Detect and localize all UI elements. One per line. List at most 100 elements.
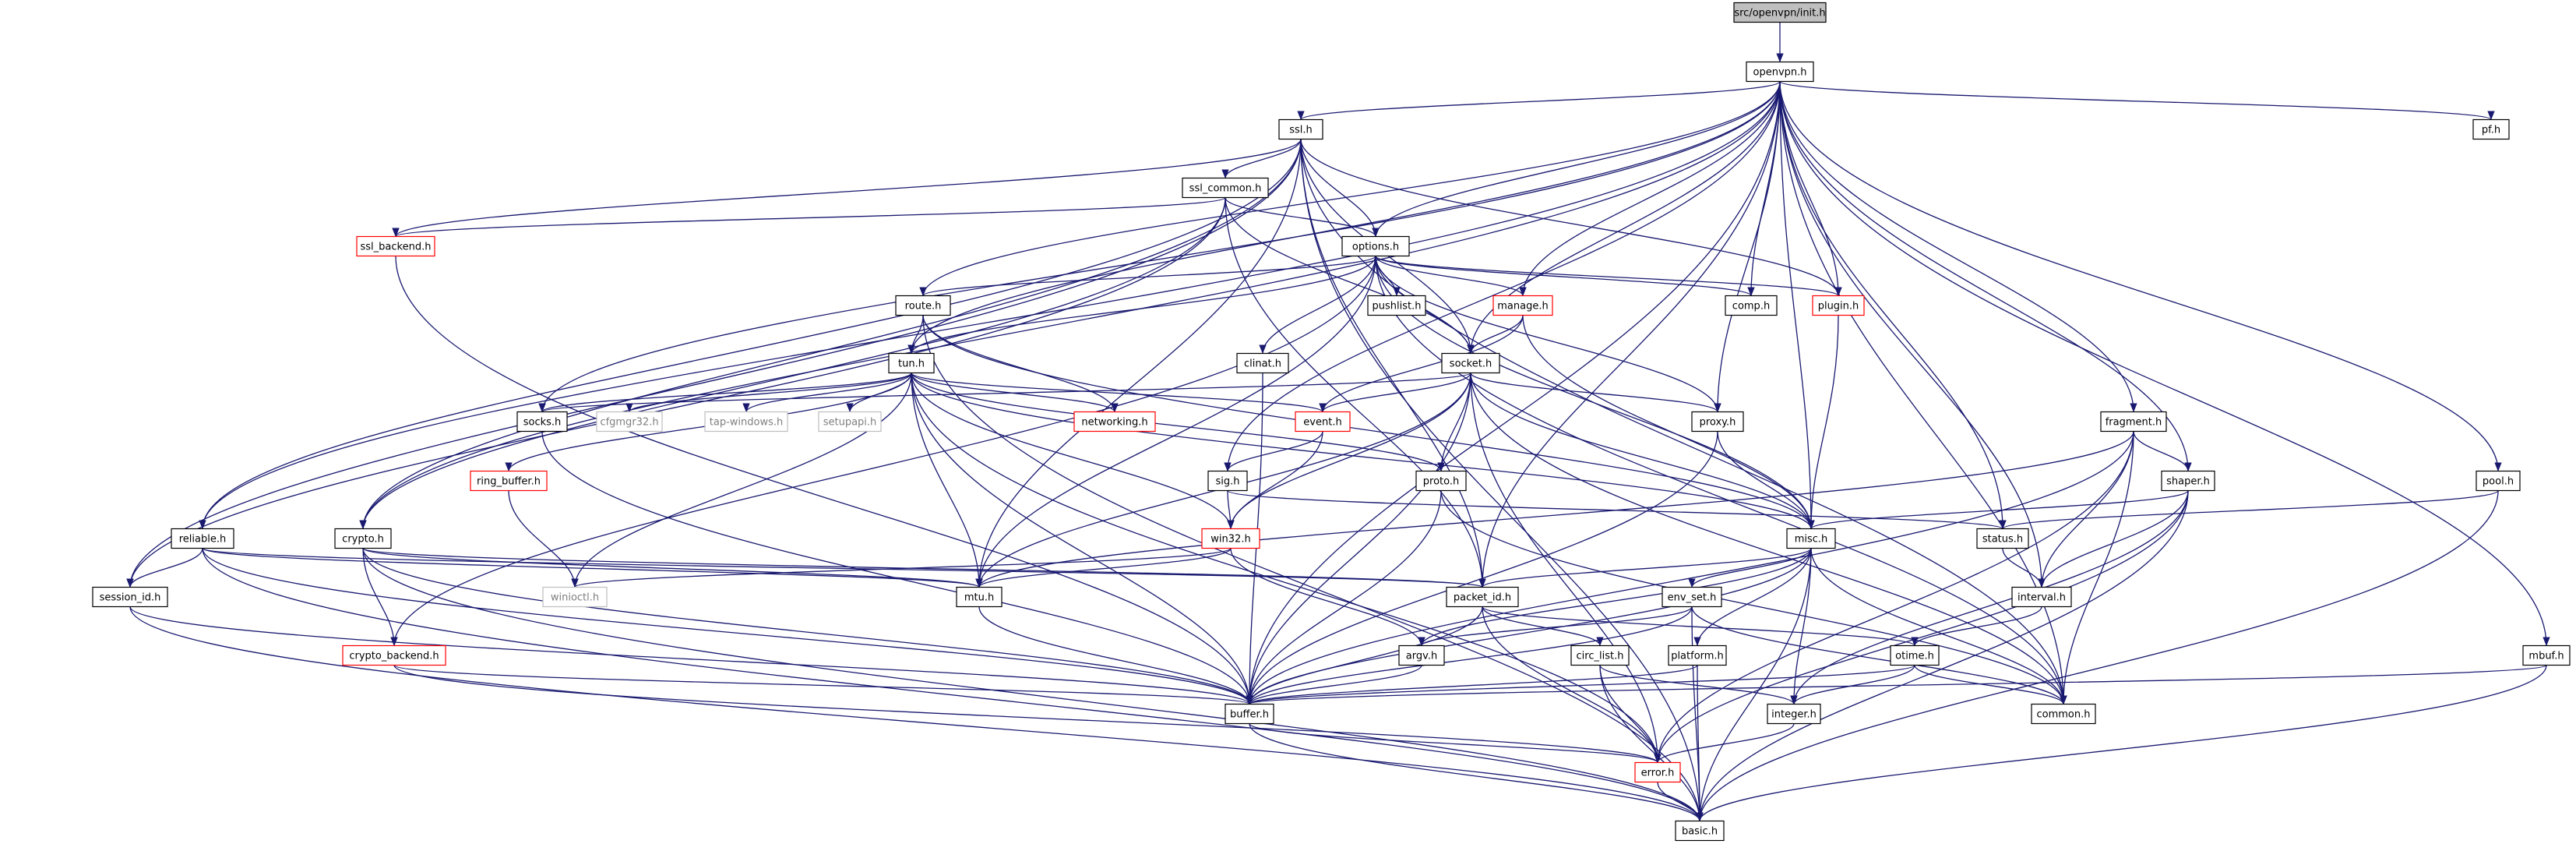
node-socks[interactable]: socks.h	[516, 411, 568, 433]
node-circ_list[interactable]: circ_list.h	[1570, 644, 1630, 666]
node-crypto[interactable]: crypto.h	[334, 528, 392, 549]
edge-crypto-to-packet_id	[362, 547, 1485, 588]
node-box	[596, 411, 663, 433]
node-box	[1225, 703, 1274, 725]
node-ssl_backend[interactable]: ssl_backend.h	[356, 235, 435, 257]
node-label: route.h	[905, 301, 942, 313]
node-pushlist[interactable]: pushlist.h	[1367, 295, 1426, 316]
node-init[interactable]: src/openvpn/init.h	[1733, 2, 1827, 23]
node-misc[interactable]: misc.h	[1786, 528, 1836, 549]
edge-options-to-common	[1375, 256, 2067, 705]
node-session_id[interactable]: session_id.h	[92, 586, 168, 608]
node-socket[interactable]: socket.h	[1441, 352, 1500, 374]
node-otime[interactable]: otime.h	[1890, 644, 1940, 666]
node-label: openvpn.h	[1753, 67, 1807, 79]
edge-manage-to-socket	[1467, 315, 1524, 355]
node-box	[1733, 2, 1827, 23]
node-reliable[interactable]: reliable.h	[171, 528, 234, 549]
node-openvpn[interactable]: openvpn.h	[1746, 61, 1814, 83]
node-ssl[interactable]: ssl.h	[1278, 118, 1323, 140]
node-status[interactable]: status.h	[1976, 528, 2029, 549]
node-argv[interactable]: argv.h	[1398, 644, 1445, 666]
node-error[interactable]: error.h	[1634, 761, 1681, 783]
node-box	[1492, 295, 1553, 316]
node-fragment[interactable]: fragment.h	[2100, 411, 2167, 433]
node-ssl_common[interactable]: ssl_common.h	[1182, 177, 1269, 199]
node-box	[356, 235, 435, 257]
node-sig[interactable]: sig.h	[1207, 470, 1248, 492]
node-shaper[interactable]: shaper.h	[2161, 470, 2215, 492]
edge-tun-to-tapwin	[742, 373, 912, 413]
node-label: tap-windows.h	[710, 417, 783, 429]
edge-manage-to-event	[1319, 315, 1524, 413]
node-route[interactable]: route.h	[895, 295, 951, 316]
node-pf[interactable]: pf.h	[2472, 118, 2510, 140]
node-label: clinat.h	[1244, 358, 1281, 370]
edge-otime-to-integer	[1790, 665, 1915, 705]
node-tun[interactable]: tun.h	[888, 352, 935, 374]
edge-tun-to-setupapi	[846, 373, 912, 413]
edge-error-to-basic	[1657, 782, 1704, 822]
edge-openvpn-to-common	[1779, 81, 2067, 705]
edge-event-to-sig	[1224, 431, 1323, 472]
node-clinat[interactable]: clinat.h	[1236, 352, 1289, 374]
node-crypto_backend[interactable]: crypto_backend.h	[342, 644, 446, 666]
node-ring_buffer[interactable]: ring_buffer.h	[470, 470, 548, 492]
node-manage[interactable]: manage.h	[1492, 295, 1553, 316]
node-label: reliable.h	[179, 534, 226, 546]
node-interval[interactable]: interval.h	[2011, 586, 2072, 608]
node-box	[704, 411, 788, 433]
node-label: ssl_backend.h	[361, 242, 432, 253]
edge-fragment-to-buffer	[1246, 431, 2134, 705]
node-common[interactable]: common.h	[2031, 703, 2096, 725]
node-buffer[interactable]: buffer.h	[1225, 703, 1274, 725]
node-options[interactable]: options.h	[1341, 235, 1410, 257]
node-env_set[interactable]: env_set.h	[1662, 586, 1722, 608]
edge-route-to-networking	[922, 315, 1119, 413]
node-win32[interactable]: win32.h	[1201, 528, 1260, 549]
node-label: crypto.h	[342, 534, 384, 546]
node-networking[interactable]: networking.h	[1073, 411, 1156, 433]
node-pool[interactable]: pool.h	[2476, 470, 2521, 492]
edge-socket-to-win32	[1227, 373, 1471, 530]
edge-event-to-win32	[1227, 431, 1323, 530]
edge-misc-to-packet_id	[1478, 547, 1812, 588]
node-box	[171, 528, 234, 549]
node-comp[interactable]: comp.h	[1725, 295, 1778, 316]
node-box	[470, 470, 548, 492]
edge-mtu-to-buffer	[978, 606, 1253, 705]
node-platform[interactable]: platform.h	[1668, 644, 1727, 666]
node-label: comp.h	[1732, 301, 1770, 313]
edge-misc-to-env_set	[1688, 548, 1812, 588]
node-event[interactable]: event.h	[1295, 411, 1351, 433]
edge-tun-to-proto	[911, 373, 1445, 472]
edge-otime-to-buffer	[1246, 664, 1915, 705]
node-mtu[interactable]: mtu.h	[956, 586, 1003, 608]
node-integer[interactable]: integer.h	[1767, 703, 1821, 725]
edge-tun-to-networking	[911, 373, 1119, 413]
node-label: win32.h	[1210, 534, 1250, 546]
edge-crypto_backend-to-buffer	[393, 664, 1253, 705]
edge-crypto_backend-to-error	[393, 665, 1662, 764]
edge-clinat-to-buffer	[1246, 373, 1263, 705]
edge-tun-to-socks	[538, 372, 912, 413]
node-packet_id[interactable]: packet_id.h	[1446, 586, 1519, 608]
edge-fragment-to-mtu	[975, 431, 2134, 588]
node-mbuf[interactable]: mbuf.h	[2522, 644, 2571, 666]
node-proto[interactable]: proto.h	[1415, 470, 1467, 492]
edge-socket-to-error	[1470, 373, 1662, 764]
node-plugin[interactable]: plugin.h	[1812, 295, 1865, 316]
node-box	[1668, 644, 1727, 666]
node-box	[2522, 644, 2571, 666]
node-basic[interactable]: basic.h	[1675, 820, 1725, 842]
node-box	[1675, 820, 1725, 842]
node-label: plugin.h	[1818, 301, 1859, 313]
edge-win32-to-winioctl	[571, 547, 1232, 588]
node-proxy[interactable]: proxy.h	[1691, 411, 1744, 433]
edge-buffer-to-basic	[1249, 723, 1704, 822]
edge-ssl_common-to-crypto	[359, 197, 1226, 530]
edge-ssl-to-mtu	[975, 139, 1302, 588]
edge-openvpn-to-proxy	[1714, 81, 1781, 413]
edge-crypto-to-basic	[362, 548, 1704, 822]
